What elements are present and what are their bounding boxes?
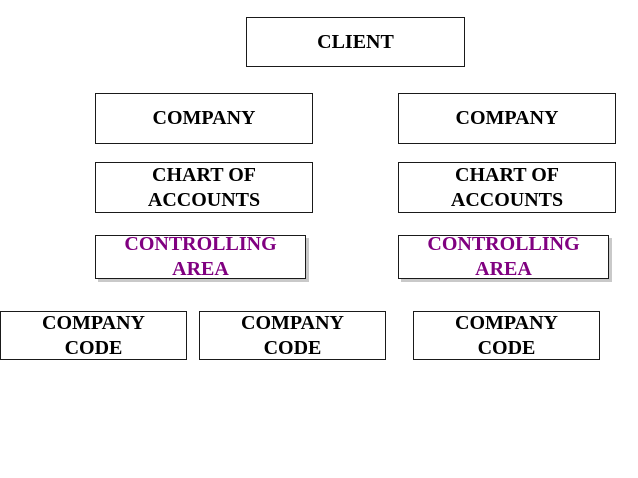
controlling-area-line2: AREA	[172, 258, 229, 280]
company-code-line2: CODE	[64, 336, 123, 359]
company-code-line1: COMPANY	[455, 311, 558, 334]
company-label: COMPANY	[455, 107, 559, 129]
chart-of-accounts-line2: ACCOUNTS	[450, 188, 564, 211]
chart-of-accounts-box-right: CHART OF ACCOUNTS	[398, 162, 616, 213]
chart-of-accounts-line1: CHART OF	[455, 163, 559, 186]
company-code-line2: CODE	[477, 336, 536, 359]
company-box-right: COMPANY	[398, 93, 616, 144]
controlling-area-box-right: CONTROLLING AREA	[398, 233, 609, 280]
client-label: CLIENT	[317, 30, 394, 53]
controlling-area-line1: CONTROLLING	[427, 233, 580, 255]
controlling-area-line2: AREA	[475, 258, 532, 280]
chart-of-accounts-line1: CHART OF	[152, 163, 256, 186]
company-code-line2: CODE	[263, 336, 322, 359]
chart-of-accounts-box-left: CHART OF ACCOUNTS	[95, 162, 313, 213]
company-box-left: COMPANY	[95, 93, 313, 144]
company-code-line1: COMPANY	[241, 311, 344, 334]
controlling-area-line1: CONTROLLING	[124, 233, 277, 255]
chart-of-accounts-line2: ACCOUNTS	[147, 188, 261, 211]
company-label: COMPANY	[152, 107, 256, 129]
company-code-box-1: COMPANY CODE	[0, 311, 187, 360]
client-box: CLIENT	[246, 17, 465, 67]
company-code-box-2: COMPANY CODE	[199, 311, 386, 360]
company-code-box-3: COMPANY CODE	[413, 311, 600, 360]
company-code-line1: COMPANY	[42, 311, 145, 334]
controlling-area-box-left: CONTROLLING AREA	[95, 233, 306, 280]
